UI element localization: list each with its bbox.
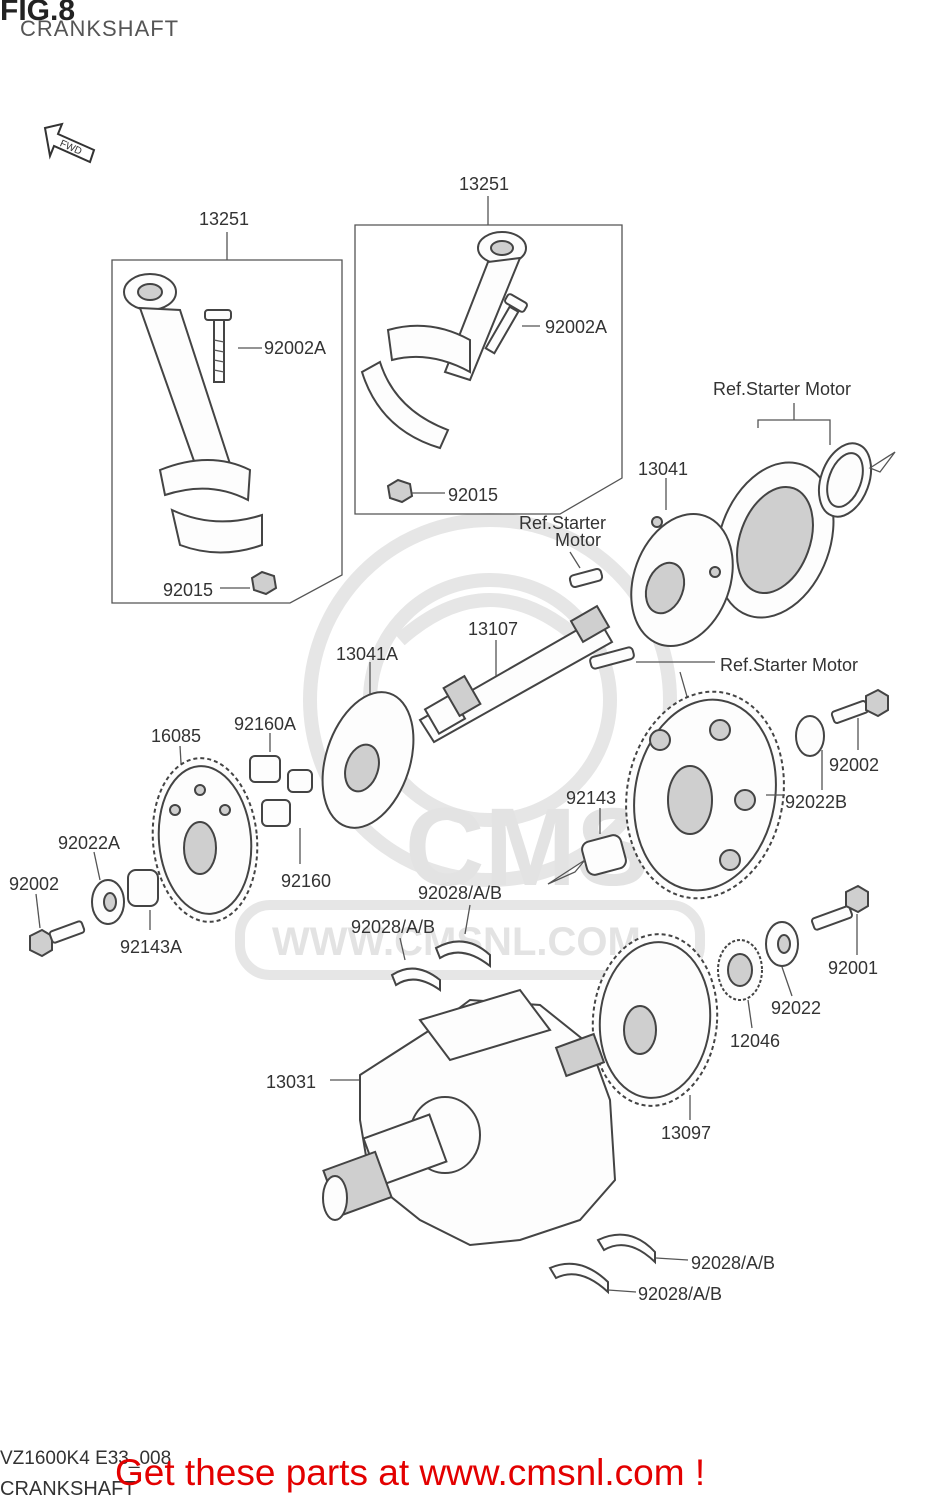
connecting-rod-left-box	[111, 232, 343, 604]
crankshaft-13031	[322, 988, 617, 1247]
promo-link[interactable]: Get these parts at www.cmsnl.com !	[115, 1452, 706, 1493]
bearing-shells-lower	[548, 1233, 689, 1295]
label-bearing-upper-1: 92028/A/B	[418, 883, 502, 903]
washer-92022B	[795, 715, 825, 757]
gear-16085	[151, 745, 259, 923]
label-ref-starter-top: Ref.Starter Motor	[713, 379, 851, 399]
bearing-shells-upper	[390, 904, 491, 992]
diagram-code: VZ1600K4 E33_008	[0, 1448, 172, 1469]
label-bolt-left: 92002A	[264, 338, 326, 358]
label-coupling-a: 13041A	[336, 644, 398, 664]
label-washer: 92022	[771, 998, 821, 1018]
coupling-13041A	[321, 662, 415, 829]
label-nut-right: 92015	[448, 485, 498, 505]
starter-bolt-lower	[589, 646, 635, 670]
gear-12046	[717, 939, 763, 1001]
bolt-92002-left	[29, 920, 86, 958]
label-crankshaft: 13031	[266, 1072, 316, 1092]
label-washer-b: 92022B	[785, 792, 847, 812]
washer-92022	[765, 921, 799, 967]
washer-92022A	[91, 879, 125, 925]
label-bolt-left-lower: 92002	[9, 874, 59, 894]
label-collar-a: 92143A	[120, 937, 182, 957]
label-gear-large: 13097	[661, 1123, 711, 1143]
label-bearing-upper-2: 92028/A/B	[351, 917, 435, 937]
label-gear-left: 16085	[151, 726, 201, 746]
fwd-label: FWD	[58, 138, 83, 157]
label-ref-starter-bolt: Ref.Starter Motor	[720, 655, 858, 675]
connecting-rod-left	[123, 273, 263, 554]
coupling-13041	[630, 478, 734, 647]
nut-left	[250, 570, 278, 596]
starter-bolt-upper	[568, 567, 604, 589]
gear-starter-driven	[625, 671, 785, 900]
label-bolt-right-upper: 92002	[829, 755, 879, 775]
bolt-92001	[810, 884, 869, 931]
label-collar: 92143	[566, 788, 616, 808]
figure-subtitle: CRANKSHAFT	[20, 16, 180, 41]
label-bearing-lower-2: 92028/A/B	[638, 1284, 722, 1304]
label-bolt-right-lower: 92001	[828, 958, 878, 978]
label-nut-left: 92015	[163, 580, 213, 600]
connecting-rod-right-box	[354, 196, 623, 515]
shaft-13107	[418, 604, 614, 744]
damper-92160A	[249, 733, 313, 864]
gear-13097	[591, 933, 719, 1120]
label-bolt-right: 92002A	[545, 317, 607, 337]
connecting-rod-right	[360, 231, 527, 450]
bolt-left	[204, 309, 232, 383]
bolt-right	[484, 293, 528, 355]
starter-clutch	[715, 403, 896, 619]
label-bearing-lower-1: 92028/A/B	[691, 1253, 775, 1273]
footer-subtitle: CRANKSHAFT	[0, 1478, 136, 1500]
label-coupling: 13041	[638, 459, 688, 479]
label-washer-a: 92022A	[58, 833, 120, 853]
label-shaft: 13107	[468, 619, 518, 639]
nut-right	[386, 478, 414, 504]
fwd-arrow-icon: FWD	[43, 122, 96, 164]
label-rod-left: 13251	[199, 209, 249, 229]
part-labels: 13251 13251 92002A 92002A 92015 92015 Re…	[9, 174, 879, 1304]
collar-92143	[547, 808, 627, 885]
bolt-92002-right	[830, 688, 889, 724]
label-ref-starter-mid-2: Motor	[555, 530, 601, 550]
label-ref-starter-mid-1: Ref.Starter	[519, 513, 606, 533]
label-rod-right: 13251	[459, 174, 509, 194]
label-damper-a: 92160A	[234, 714, 296, 734]
label-gear-small: 12046	[730, 1031, 780, 1051]
figure-number: FIG.8	[0, 0, 76, 27]
collar-92143A	[127, 869, 159, 907]
label-damper: 92160	[281, 871, 331, 891]
